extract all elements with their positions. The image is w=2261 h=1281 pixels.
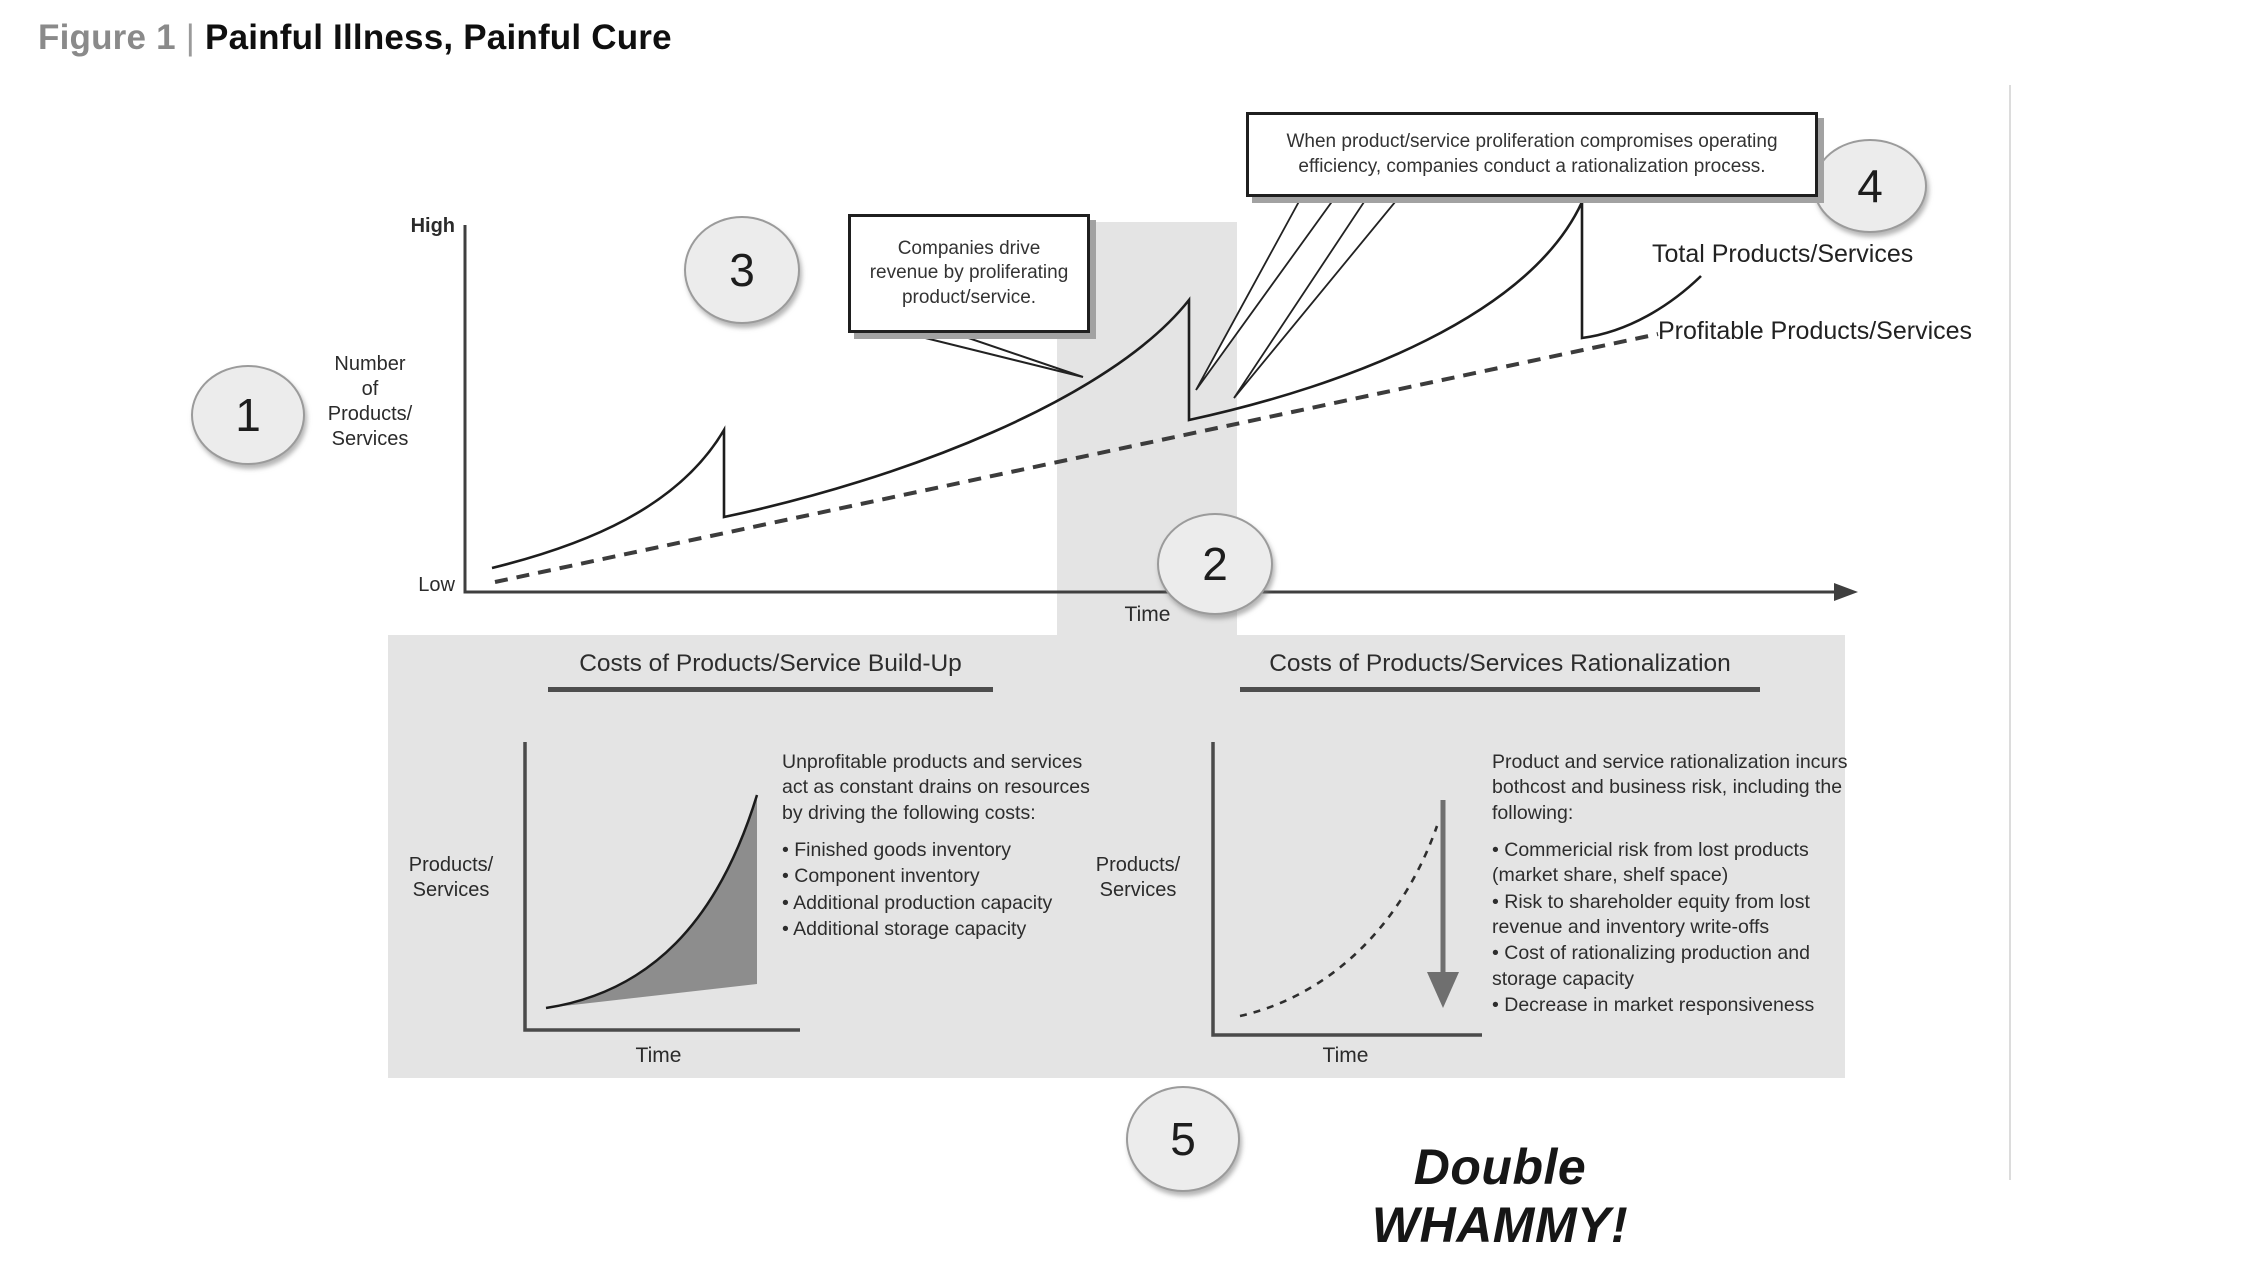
main-axes (463, 225, 1842, 594)
bullet-item: Decrease in market responsiveness (1492, 993, 1850, 1018)
marker-3: 3 (684, 216, 800, 324)
buildup-y-label: Products/ Services (392, 853, 510, 903)
buildup-heading: Costs of Products/Service Build-Up (548, 650, 993, 692)
bullet-item: Cost of rationalizing production and sto… (1492, 941, 1850, 992)
title-separator: | (185, 18, 196, 57)
rationalization-down-arrow-head-icon (1427, 972, 1459, 1008)
rationalization-chart-axes (1211, 742, 1482, 1037)
buildup-curve (545, 794, 759, 1010)
bullet-item: Finished goods inventory (782, 838, 1094, 863)
y-axis-title: Number of Products/ Services (318, 352, 422, 452)
bullet-item: Commericial risk from lost products (mar… (1492, 838, 1850, 889)
rationalization-text: Product and service rationalization incu… (1492, 750, 1850, 1018)
page-title: Painful Illness, Painful Cure (205, 18, 672, 57)
rationalization-y-label: Products/ Services (1079, 853, 1197, 903)
y-axis-title-line: Number (334, 353, 406, 375)
rationalization-bullets: Commericial risk from lost products (mar… (1492, 838, 1850, 1018)
bullet-item: Additional production capacity (782, 891, 1094, 916)
callout-rationalization: When product/service proliferation compr… (1246, 112, 1818, 197)
figure-number: Figure 1 (38, 18, 176, 57)
double-whammy-text: Double WHAMMY! (1371, 1139, 1629, 1253)
buildup-cost-area (546, 795, 757, 1008)
buildup-x-label: Time (635, 1044, 682, 1067)
rationalization-y-label-line: Services (1099, 879, 1177, 901)
callout-proliferation: Companies drive revenue by proliferating… (848, 214, 1090, 333)
rationalization-intro: Product and service rationalization incu… (1492, 751, 1848, 824)
profitable-products-line (494, 332, 1659, 584)
rationalization-x-label: Time (1322, 1044, 1369, 1067)
marker-2: 2 (1157, 513, 1273, 615)
y-axis-low-label: Low (418, 574, 455, 596)
bullet-item: Risk to shareholder equity from lost rev… (1492, 890, 1850, 941)
bullet-item: Component inventory (782, 864, 1094, 889)
marker-4: 4 (1813, 139, 1927, 233)
buildup-bullets: Finished goods inventory Component inven… (782, 838, 1094, 942)
legend-profitable-products: Profitable Products/Services (1658, 317, 1973, 345)
bullet-item: Additional storage capacity (782, 917, 1094, 942)
rationalization-y-label-line: Products/ (1095, 854, 1181, 876)
callout-rationalization-text: When product/service proliferation compr… (1286, 131, 1778, 177)
y-axis-title-line: Services (331, 428, 409, 450)
rationalization-heading: Costs of Products/Services Rationalizati… (1240, 650, 1760, 692)
callout-proliferation-tail (892, 329, 1084, 378)
total-products-line (491, 201, 1702, 570)
buildup-y-label-line: Services (412, 879, 490, 901)
page-edge-divider (2009, 85, 2011, 1180)
buildup-chart-axes (523, 742, 800, 1032)
buildup-text: Unprofitable products and services act a… (782, 750, 1094, 942)
buildup-intro: Unprofitable products and services act a… (782, 751, 1090, 824)
x-axis-title: Time (1124, 603, 1171, 626)
marker-1: 1 (191, 365, 305, 465)
callout-proliferation-text: Companies drive revenue by proliferating… (869, 238, 1069, 308)
figure-title: Figure 1|Painful Illness, Painful Cure (38, 18, 672, 58)
legend-total-products: Total Products/Services (1652, 240, 1914, 268)
rationalization-curve (1239, 825, 1439, 1018)
x-axis-arrowhead-icon (1834, 583, 1858, 601)
buildup-y-label-line: Products/ (408, 854, 494, 876)
marker-5: 5 (1126, 1086, 1240, 1192)
y-axis-title-line: Products/ (327, 403, 413, 425)
y-axis-title-line: of (361, 378, 379, 400)
y-axis-high-label: High (410, 215, 455, 237)
